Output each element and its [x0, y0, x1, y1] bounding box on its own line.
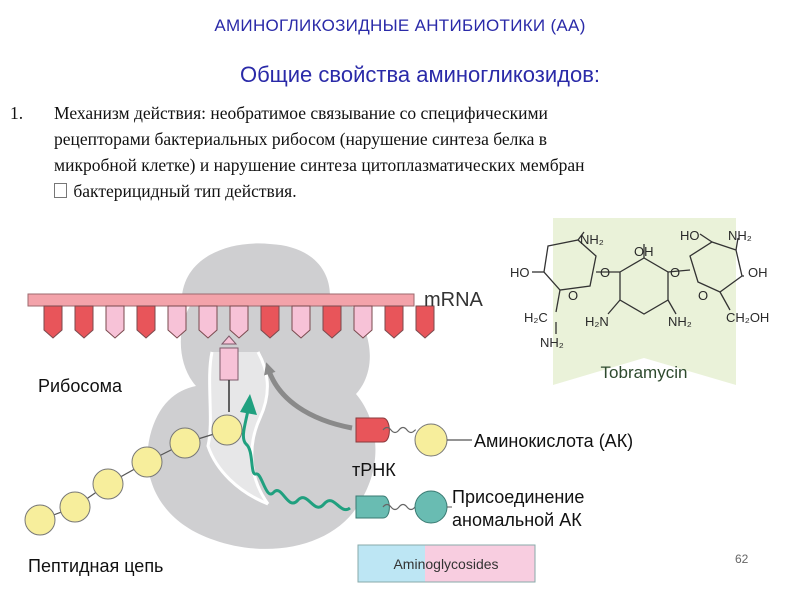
ribosome-small-subunit	[147, 306, 376, 549]
arrow-glyph-box	[54, 183, 67, 198]
legend-blue-swatch	[358, 545, 425, 582]
atom-o-link-2: O	[670, 265, 680, 280]
atom-o-ring-3: O	[698, 288, 708, 303]
trna-body	[219, 347, 239, 381]
peptide-bead	[131, 446, 163, 478]
ribosome	[147, 243, 376, 549]
atom-h2c: H₂C	[524, 310, 548, 325]
trna-teal-body	[355, 495, 390, 519]
mrna-strand	[27, 293, 415, 307]
trna-in-ribosome	[219, 335, 239, 412]
list-line-4-text: бактерицидный тип действия.	[69, 181, 297, 201]
mrna-codon	[384, 305, 404, 339]
peptide-bead	[92, 468, 124, 500]
atom-nh2-center: NH₂	[668, 314, 692, 329]
trna-amino-acid: Аминокислота (АК) тРНК	[352, 417, 633, 480]
mrna-codon	[198, 305, 218, 339]
mrna-codon	[43, 305, 63, 339]
atom-oh-center: OH	[634, 244, 654, 259]
atom-oh-right: OH	[748, 265, 768, 280]
mrna-codon	[167, 305, 187, 339]
aminoglycoside-squiggle-arrow	[241, 409, 351, 512]
atom-o-ring-1: O	[568, 288, 578, 303]
atom-nh2-top-left: NH₂	[580, 232, 604, 247]
peptide-bead	[169, 427, 201, 459]
structure-atom-labels: NH₂ HO O O H₂C NH₂ OH H₂N NH₂ O HO NH₂ O…	[510, 228, 769, 350]
slide-title: АМИНОГЛИКОЗИДНЫЕ АНТИБИОТИКИ (АА)	[214, 16, 586, 35]
mrna-codons	[43, 305, 435, 339]
abnormal-label-line-1: Присоединение	[452, 487, 584, 507]
tobramycin-structure: Tobramycin	[510, 218, 769, 385]
ribosome-label: Рибосома	[38, 376, 123, 396]
mrna-codon	[291, 305, 311, 339]
structure-bonds	[532, 231, 744, 334]
slide-subtitle: Общие свойства аминогликозидов:	[239, 62, 601, 87]
legend-label: Aminoglycosides	[393, 556, 498, 572]
trna-label: тРНК	[352, 460, 396, 480]
atom-nh2-top-right: NH₂	[728, 228, 752, 243]
mrna-codon	[322, 305, 342, 339]
mrna-codon	[260, 305, 280, 339]
legend: Aminoglycosides	[357, 544, 536, 583]
list-line-3: микробной клетке) и нарушение синтеза ци…	[54, 155, 585, 175]
trna-teal-tail	[382, 503, 416, 511]
atom-ch2oh: CH₂OH	[726, 310, 769, 325]
legend-pink-swatch	[425, 545, 535, 582]
abnormal-trna-amino-acid: Присоединение аномальной АК	[355, 487, 584, 530]
structure-bottom-wedge	[553, 358, 736, 385]
atom-h2n-center: H₂N	[585, 314, 609, 329]
mrna-label: mRNA	[424, 289, 484, 311]
peptide-bead	[59, 491, 91, 523]
mrna-codon	[353, 305, 373, 339]
trna-entry-arrow	[264, 362, 353, 431]
list-line-2: рецепторами бактериальных рибосом (наруш…	[54, 129, 548, 149]
mrna-codon	[229, 305, 249, 339]
peptide-bead	[24, 504, 56, 536]
mrna-codon	[74, 305, 94, 339]
mrna-codon	[136, 305, 156, 339]
legend-border	[357, 544, 536, 583]
atom-ho-right: HO	[680, 228, 700, 243]
ribosome-outline	[206, 351, 269, 506]
mrna-codon	[415, 305, 435, 339]
ribosome-large-subunit	[182, 243, 330, 296]
atom-o-link-1: O	[600, 265, 610, 280]
list-text: Механизм действия: необратимое связывани…	[54, 100, 794, 204]
list-line-4: бактерицидный тип действия.	[54, 178, 794, 204]
peptide-chain-label: Пептидная цепь	[28, 556, 163, 576]
page-number: 62	[735, 552, 749, 566]
peptide-chain	[24, 414, 243, 536]
amino-acid-bead	[414, 423, 448, 457]
drug-name-label: Tobramycin	[601, 363, 688, 382]
atom-ho-left: HO	[510, 265, 530, 280]
trna-red-body	[355, 417, 390, 443]
abnormal-label-line-2: аномальной АК	[452, 510, 582, 530]
mrna-codon	[105, 305, 125, 339]
list-line-1: Механизм действия: необратимое связывани…	[54, 103, 548, 123]
atom-nh2-bottom: NH₂	[540, 335, 564, 350]
squiggle-arrowhead	[240, 394, 257, 415]
list-number: 1.	[10, 103, 24, 123]
abnormal-amino-acid-bead	[414, 490, 448, 524]
trna-red-tail	[382, 426, 416, 434]
mrna: mRNA	[27, 289, 484, 339]
peptide-bead	[211, 414, 243, 446]
amino-acid-label: Аминокислота (АК)	[474, 431, 633, 451]
trna-anticodon-hook	[220, 335, 238, 345]
